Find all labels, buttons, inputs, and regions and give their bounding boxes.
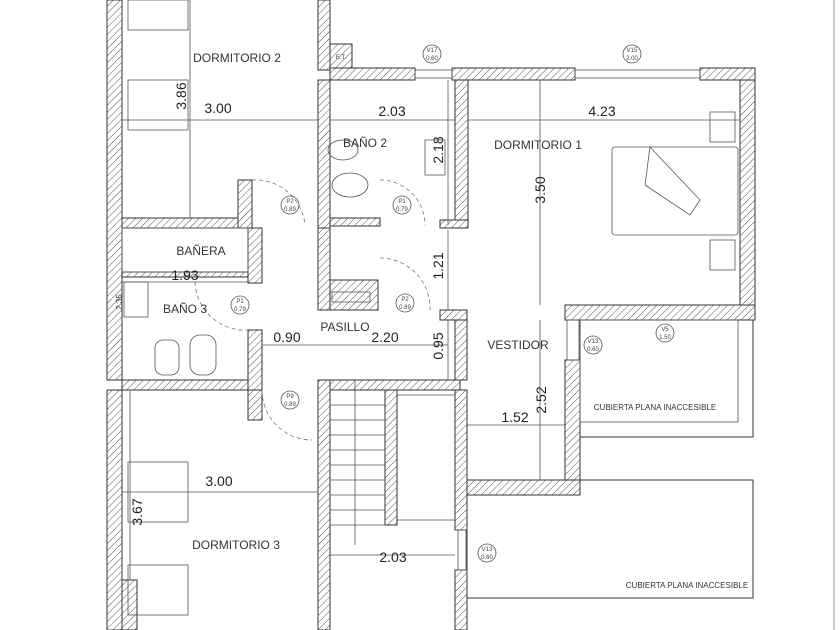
room-label-dormitorio-1: DORMITORIO 1 <box>494 138 582 152</box>
door-swings <box>194 179 431 441</box>
dimension-b3-height: 2.35 <box>115 294 124 310</box>
tag-v13-a: V13 0.60 <box>583 335 603 355</box>
dimension-d2-width: 3.00 <box>204 100 231 116</box>
tag-p1-b: P1 0.79 <box>230 295 250 315</box>
furniture <box>121 0 739 616</box>
room-label-cubierta-1: CUBIERTA PLANA INACCESIBLE <box>594 403 716 412</box>
dimension-vest-height: 2.52 <box>533 386 549 413</box>
svg-text:P9: P9 <box>286 394 294 400</box>
svg-text:0.89: 0.89 <box>284 207 296 213</box>
room-label-pasillo: PASILLO <box>320 320 369 334</box>
windows <box>414 69 701 571</box>
tag-p2-a: P2 0.89 <box>280 195 300 215</box>
dimension-d3-height: 3.67 <box>129 498 145 525</box>
dimension-vest-width: 1.52 <box>501 409 528 425</box>
bed-dormitorio-1 <box>611 146 739 236</box>
room-label-dormitorio-3: DORMITORIO 3 <box>192 538 280 552</box>
svg-text:P2: P2 <box>286 199 294 205</box>
svg-text:0.89: 0.89 <box>399 305 411 311</box>
dimension-d1-height: 3.50 <box>532 176 548 203</box>
svg-text:P1: P1 <box>398 199 406 205</box>
svg-text:V13: V13 <box>482 547 493 553</box>
tag-v13-b: V13 0.60 <box>477 543 497 563</box>
svg-text:0.79: 0.79 <box>396 207 408 213</box>
room-label-et: E.T. <box>336 55 347 61</box>
dimension-1-21: 1.21 <box>430 252 446 279</box>
bed-dormitorio-2 <box>127 0 189 31</box>
room-label-cubierta-2: CUBIERTA PLANA INACCESIBLE <box>626 581 748 590</box>
dimension-stair-width: 2.03 <box>379 549 406 565</box>
toilet-bano-3 <box>189 334 217 376</box>
dimension-lines <box>122 0 740 580</box>
sink-pasillo <box>331 291 371 303</box>
dimension-d1-width: 4.23 <box>588 103 615 119</box>
room-label-bano-2: BAÑO 2 <box>343 136 387 150</box>
room-label-banera: BAÑERA <box>176 244 225 258</box>
tag-p2-b: P2 0.89 <box>395 293 415 313</box>
svg-text:0.60: 0.60 <box>481 555 493 561</box>
room-label-vestidor: VESTIDOR <box>487 338 549 352</box>
svg-text:0.89: 0.89 <box>284 402 296 408</box>
tag-v15: V15 2.00 <box>622 44 642 64</box>
svg-text:V17: V17 <box>427 48 438 54</box>
toilet-bano-2 <box>331 172 369 198</box>
room-label-dormitorio-2: DORMITORIO 2 <box>193 51 281 65</box>
svg-text:V15: V15 <box>627 48 638 54</box>
sink-bano-3 <box>123 281 149 318</box>
stairs <box>330 380 455 545</box>
dimension-0-90: 0.90 <box>273 329 300 345</box>
svg-text:2.00: 2.00 <box>626 56 638 62</box>
svg-text:0.60: 0.60 <box>587 347 599 353</box>
svg-text:P2: P2 <box>401 297 409 303</box>
dimension-b2-width: 2.03 <box>378 103 405 119</box>
svg-text:V13: V13 <box>588 339 599 345</box>
dimension-d2-height: 3.86 <box>173 82 189 109</box>
dimension-2-20: 2.20 <box>371 329 398 345</box>
tag-p9: P9 0.89 <box>280 390 300 410</box>
tag-p1-a: P1 0.79 <box>392 195 412 215</box>
dimension-0-95: 0.95 <box>430 332 446 359</box>
svg-text:V5: V5 <box>661 327 669 333</box>
dimension-d3-width: 3.00 <box>205 473 232 489</box>
room-label-bano-3: BAÑO 3 <box>163 302 207 316</box>
svg-text:1.50: 1.50 <box>659 335 671 341</box>
cubierta-area-2 <box>466 479 754 599</box>
tag-v17: V17 0.60 <box>422 44 442 64</box>
bed-dormitorio-3 <box>127 461 189 523</box>
bidet-bano-2 <box>327 139 359 161</box>
svg-text:P1: P1 <box>236 299 244 305</box>
svg-text:0.60: 0.60 <box>426 56 438 62</box>
bathtub <box>121 227 249 273</box>
svg-text:0.79: 0.79 <box>234 307 246 313</box>
dimension-banera-width: 1.93 <box>171 267 198 283</box>
dimension-b2-height: 2.18 <box>430 136 446 163</box>
bidet-bano-3 <box>154 339 180 376</box>
tag-v5: V5 1.50 <box>655 323 675 343</box>
